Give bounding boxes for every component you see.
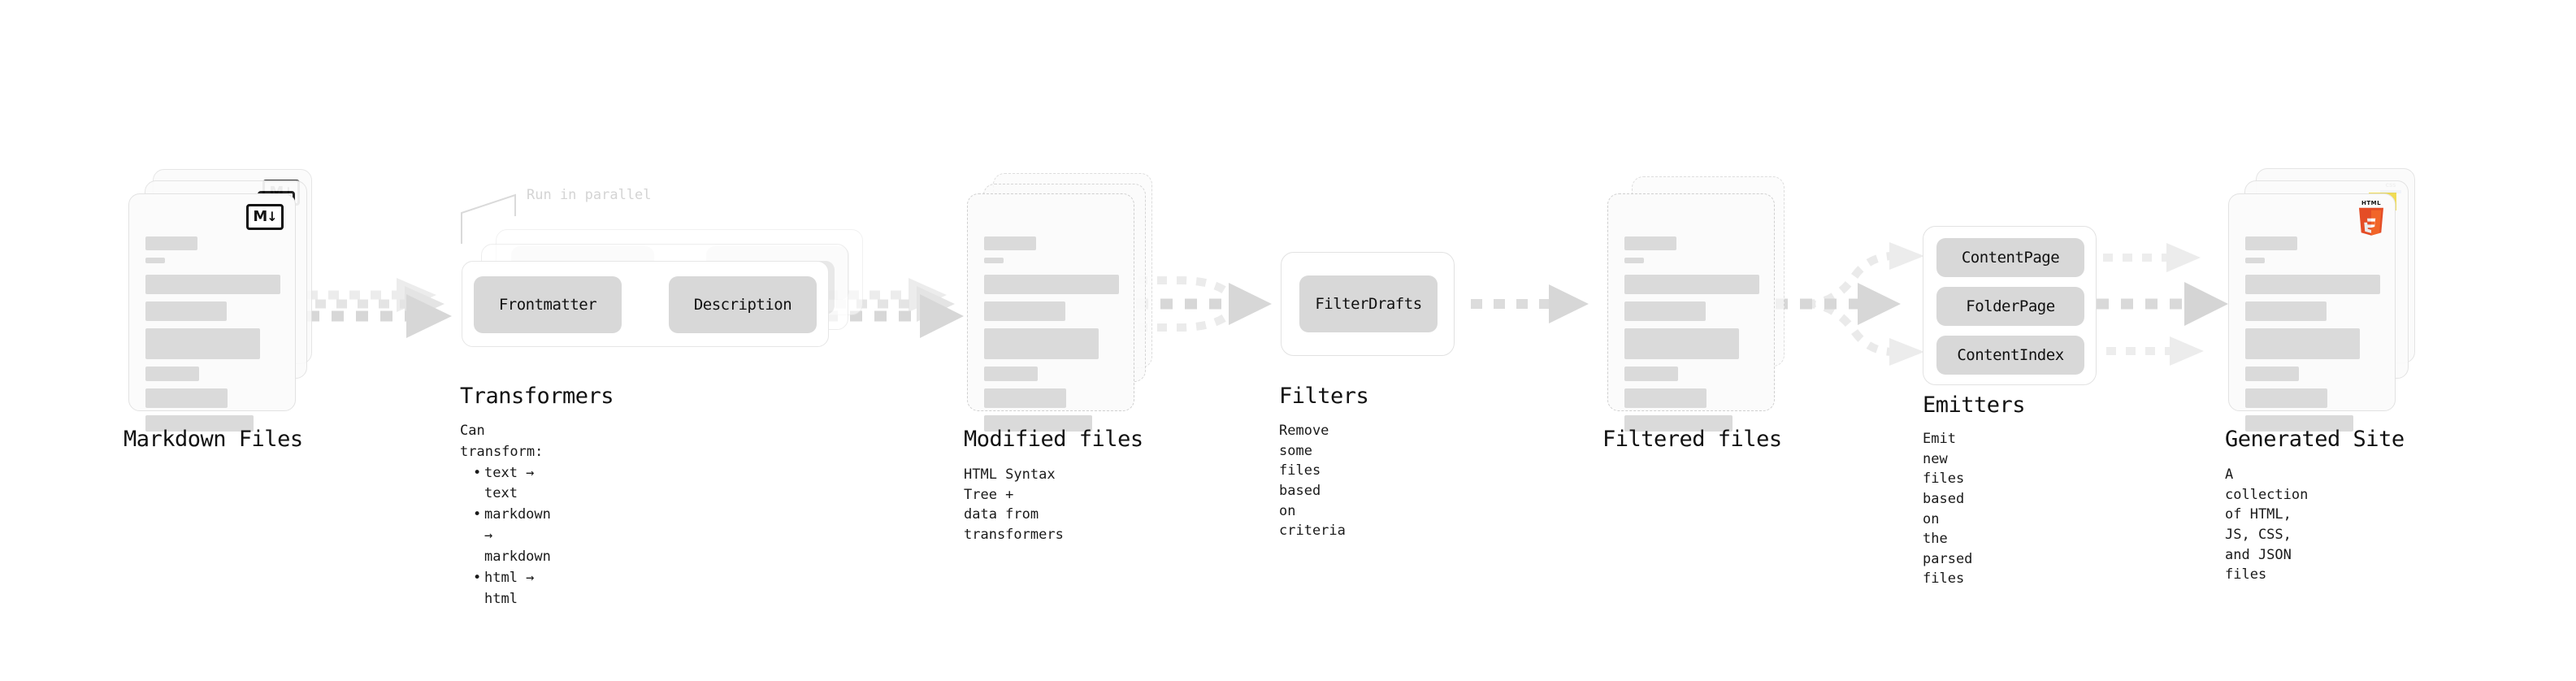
emitters-box[interactable]: ContentPage FolderPage ContentIndex <box>1923 226 2097 385</box>
doc-bar <box>1624 258 1644 263</box>
filters-box[interactable]: FilterDrafts <box>1281 252 1455 356</box>
transformer-pill-frontmatter[interactable]: Frontmatter <box>474 276 622 333</box>
doc-bar <box>1624 415 1733 432</box>
arrow-modified-to-filters <box>1136 276 1272 332</box>
markdown-card-front[interactable]: M↓ <box>128 193 296 432</box>
doc-bar <box>984 258 1004 263</box>
stage-title-modified-files: Modified files <box>964 427 1143 452</box>
modified-card-front[interactable] <box>967 193 1134 432</box>
arrow-emitters-to-site <box>2097 243 2228 366</box>
html5-shield <box>2358 207 2384 236</box>
doc-bar <box>2245 258 2265 263</box>
transform-item: text → text <box>473 463 551 505</box>
filter-item-filterdrafts[interactable]: FilterDrafts <box>1299 275 1438 332</box>
doc-bar <box>145 328 261 359</box>
doc-bar <box>1624 328 1740 359</box>
emitter-item-contentindex[interactable]: ContentIndex <box>1936 336 2084 375</box>
filters-description: Remove some files based on criteria <box>1279 423 1346 540</box>
doc-bar <box>984 367 1039 381</box>
doc-bar <box>1624 301 1706 321</box>
emitter-item-folderpage[interactable]: FolderPage <box>1936 287 2084 326</box>
doc-skeleton <box>145 236 280 432</box>
doc-bar <box>2245 236 2297 250</box>
transformers-description: Can transform: text → text markdown → ma… <box>460 421 551 609</box>
stage-title-markdown-files: Markdown Files <box>124 427 303 452</box>
doc-bar <box>2245 328 2361 359</box>
site-card-front[interactable]: HTML <box>2228 193 2396 432</box>
stage-title-filters: Filters <box>1279 384 1369 409</box>
doc-bar <box>145 236 197 250</box>
doc-bar <box>145 367 200 381</box>
doc-skeleton <box>1624 236 1759 432</box>
doc-bar <box>984 328 1099 359</box>
emitters-description: Emit new files based on the parsed files <box>1923 431 1973 588</box>
transform-item: markdown → markdown <box>473 505 551 567</box>
doc-bar <box>984 388 1067 408</box>
md-arrow: ↓ <box>267 209 277 224</box>
doc-bar <box>2245 415 2353 432</box>
stage-title-transformers: Transformers <box>460 384 614 409</box>
filtered-card-front[interactable] <box>1607 193 1775 432</box>
doc-skeleton <box>984 236 1119 432</box>
doc-bar <box>1624 367 1679 381</box>
doc-bar <box>1624 236 1676 250</box>
modified-files-description: HTML Syntax Tree + data from transformer… <box>964 466 1064 543</box>
emitter-item-contentpage[interactable]: ContentPage <box>1936 238 2084 277</box>
transform-list: text → text markdown → markdown html → h… <box>460 463 551 610</box>
doc-bar <box>984 301 1065 321</box>
transform-item: html → html <box>473 568 551 610</box>
arrow-filtered-to-emitters <box>1776 242 1924 366</box>
stage-title-generated-site: Generated Site <box>2225 427 2405 452</box>
markdown-icon: M↓ <box>246 204 284 230</box>
doc-bar <box>1624 275 1759 294</box>
doc-bar <box>145 275 280 294</box>
stage-title-emitters: Emitters <box>1923 393 2026 418</box>
doc-bar <box>2245 275 2380 294</box>
doc-bar <box>145 415 254 432</box>
doc-skeleton <box>2245 236 2380 432</box>
doc-bar <box>984 275 1119 294</box>
doc-bar <box>1624 388 1707 408</box>
arrow-markdown-to-transformers <box>307 278 452 338</box>
run-in-parallel-label: Run in parallel <box>527 187 652 203</box>
md-letter: M <box>253 208 267 225</box>
doc-bar <box>984 236 1036 250</box>
transformer-pill-description[interactable]: Description <box>669 276 817 333</box>
html5-label: HTML <box>2361 200 2382 206</box>
arrow-filters-to-filtered <box>1471 284 1589 323</box>
doc-bar <box>145 388 228 408</box>
doc-bar <box>145 258 165 263</box>
doc-bar <box>2245 301 2327 321</box>
transformer-card-front[interactable]: Frontmatter Description <box>462 261 829 347</box>
stage-title-filtered-files: Filtered files <box>1602 427 1782 452</box>
html5-icon: HTML <box>2357 200 2385 236</box>
transform-lead: Can transform: <box>460 423 544 460</box>
doc-bar <box>2245 388 2328 408</box>
doc-bar <box>145 301 227 321</box>
generated-site-description: A collection of HTML, JS, CSS, and JSON … <box>2225 466 2309 583</box>
doc-bar <box>984 415 1092 432</box>
doc-bar <box>2245 367 2300 381</box>
